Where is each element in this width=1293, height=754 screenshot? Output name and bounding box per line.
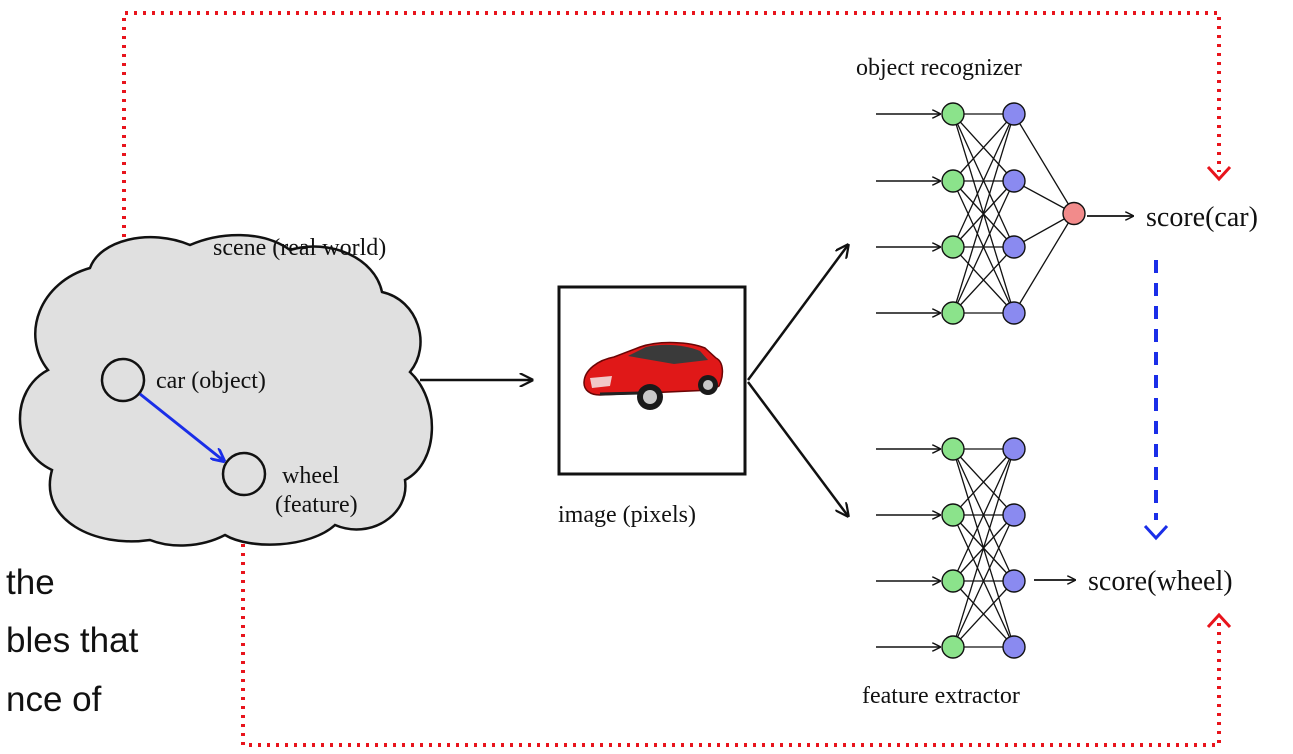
car-to-wheel-arrow	[139, 392, 224, 461]
score-car-label: score(car)	[1146, 202, 1258, 233]
car-object-node	[100, 357, 146, 403]
red-car-icon	[583, 341, 724, 410]
feedback-top-arrowhead-score	[1206, 165, 1232, 182]
score-car-to-wheel-arrowhead	[1143, 524, 1169, 541]
recognizer-output-node	[1062, 201, 1086, 226]
extractor-edge-3-1	[952, 448, 1015, 582]
recognizer-edge-4-3	[952, 246, 1015, 314]
recognizer-output-edge-4	[1013, 213, 1075, 314]
wheel-feature-node	[221, 451, 267, 497]
recognizer-hidden-node-3	[1002, 235, 1026, 259]
recognizer-hidden-node-4	[1002, 301, 1026, 325]
feature-extractor-network	[876, 437, 1026, 659]
extractor-input-node-4	[941, 635, 965, 659]
feedback-bottom-dotted-path	[241, 508, 1221, 747]
extractor-edge-4-1	[952, 448, 1015, 648]
score-wheel-label: score(wheel)	[1088, 566, 1233, 597]
recognizer-input-node-3	[941, 235, 965, 259]
image-label: image (pixels)	[558, 502, 696, 528]
slide-text-line-2: bles that	[6, 621, 139, 660]
extractor-hidden-node-1	[1002, 437, 1026, 461]
wheel-label-line-2: (feature)	[275, 492, 358, 518]
object-recognizer-network	[876, 102, 1086, 325]
slide-text-line-3: nce of	[6, 680, 102, 719]
image-to-extractor-arrow	[746, 381, 848, 516]
image-to-recognizer-arrow	[746, 245, 848, 381]
recognizer-edge-3-1	[952, 113, 1015, 248]
scene-label: scene (real world)	[213, 235, 386, 261]
recognizer-edge-2-1	[952, 113, 1015, 182]
slide-text-line-1: the	[6, 563, 55, 602]
extractor-hidden-node-4	[1002, 635, 1026, 659]
recognizer-hidden-node-2	[1002, 169, 1026, 193]
recognizer-label: object recognizer	[856, 55, 1022, 81]
feedback-bottom-arrowhead-score	[1206, 612, 1232, 629]
car-object-label: car (object)	[156, 368, 266, 394]
extractor-hidden-node-3	[1002, 569, 1026, 593]
recognizer-output-edge-1	[1013, 113, 1075, 214]
extractor-input-node-1	[941, 437, 965, 461]
wheel-label-line-1: wheel	[282, 463, 340, 489]
extractor-label: feature extractor	[862, 683, 1020, 709]
extractor-input-node-2	[941, 503, 965, 527]
extractor-edge-2-1	[952, 448, 1015, 516]
extractor-input-node-3	[941, 569, 965, 593]
recognizer-edge-4-1	[952, 113, 1015, 314]
recognizer-input-node-2	[941, 169, 965, 193]
recognizer-input-node-4	[941, 301, 965, 325]
extractor-edge-4-3	[952, 580, 1015, 648]
recognizer-hidden-node-1	[1002, 102, 1026, 126]
extractor-edge-4-2	[952, 514, 1015, 648]
scene-cloud	[18, 233, 434, 547]
recognizer-edge-4-2	[952, 180, 1015, 314]
recognizer-input-node-1	[941, 102, 965, 126]
extractor-hidden-node-2	[1002, 503, 1026, 527]
